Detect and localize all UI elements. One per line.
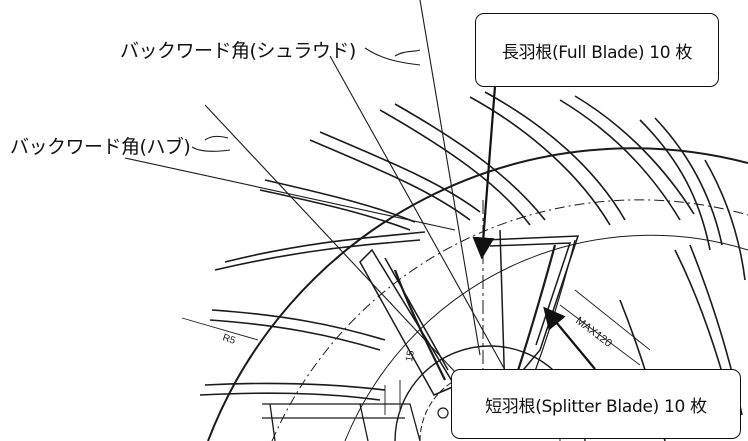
impeller-blades xyxy=(199,91,746,441)
hub-section-detail xyxy=(262,403,421,441)
dimension-lines xyxy=(181,289,651,415)
shroud-backward-angle-label: バックワード角(シュラウド) xyxy=(120,40,356,62)
splitter-blade-section xyxy=(359,248,457,396)
full-blade-label: 長羽根(Full Blade) 10 枚 xyxy=(501,42,693,63)
hub-backward-angle-label: バックワード角(ハブ) xyxy=(10,136,191,158)
dim-r5: R5 xyxy=(221,332,237,347)
splitter-blade-label: 短羽根(Splitter Blade) 10 枚 xyxy=(485,396,707,417)
full-blade-callout: 長羽根(Full Blade) 10 枚 xyxy=(475,13,719,87)
dim-max: MAX120 xyxy=(573,315,614,350)
angle-construction-lines xyxy=(124,0,506,389)
dim-small: 15 xyxy=(404,349,417,362)
splitter-blade-callout: 短羽根(Splitter Blade) 10 枚 xyxy=(451,369,741,439)
callout-arrows xyxy=(472,85,596,370)
outer-rim xyxy=(207,147,748,441)
